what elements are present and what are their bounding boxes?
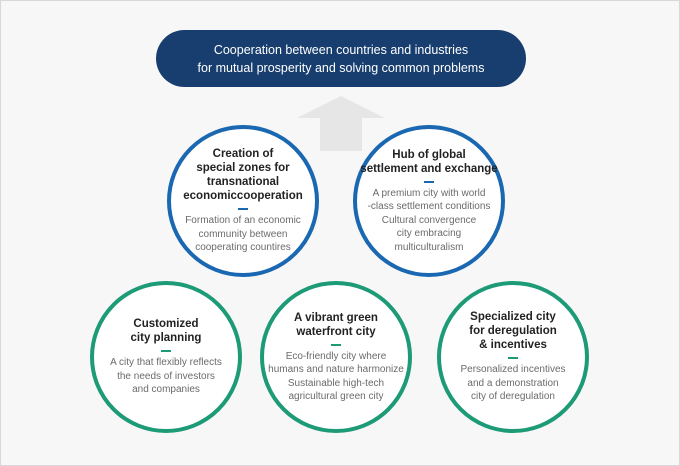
circle-description: Personalized incentives and a demonstrat… bbox=[460, 363, 565, 404]
title-line: city planning bbox=[130, 332, 202, 345]
desc-line: the needs of investors bbox=[117, 370, 215, 382]
desc-line: multiculturalism bbox=[394, 241, 464, 253]
banner-line-2: for mutual prosperity and solving common… bbox=[197, 60, 485, 75]
circle-city-planning: Customized city planning A city that fle… bbox=[90, 281, 242, 433]
circle-description: A city that flexibly reflects the needs … bbox=[110, 356, 222, 397]
divider bbox=[161, 350, 171, 353]
desc-line: A city that flexibly reflects bbox=[110, 357, 222, 369]
circle-title: Specialized city for deregulation & ince… bbox=[469, 310, 557, 352]
arrow-shape bbox=[297, 96, 385, 151]
desc-line: community between bbox=[198, 228, 288, 240]
desc-line: -class settlement conditions bbox=[367, 201, 491, 213]
divider bbox=[331, 343, 341, 346]
title-line: economiccooperation bbox=[183, 190, 303, 203]
divider bbox=[238, 208, 248, 211]
circle-description: Formation of an economic community betwe… bbox=[185, 214, 301, 255]
title-line: special zones for bbox=[196, 162, 290, 175]
desc-line: Sustainable high-tech bbox=[287, 377, 385, 389]
title-line: settlement and exchange bbox=[360, 162, 498, 175]
circle-green-waterfront: A vibrant green waterfront city Eco-frie… bbox=[260, 281, 412, 433]
circle-title: Creation of special zones for transnatio… bbox=[183, 147, 303, 203]
desc-line: and a demonstration bbox=[467, 377, 559, 389]
title-line: for deregulation bbox=[469, 325, 557, 338]
desc-line: city of deregulation bbox=[471, 391, 555, 403]
circle-deregulation: Specialized city for deregulation & ince… bbox=[437, 281, 589, 433]
title-line: Customized bbox=[133, 318, 199, 331]
divider bbox=[424, 180, 434, 183]
title-line: transnational bbox=[206, 176, 280, 189]
title-line: waterfront city bbox=[296, 325, 376, 338]
desc-line: Personalized incentives bbox=[460, 364, 566, 376]
goal-banner: Cooperation between countries and indust… bbox=[156, 30, 526, 87]
title-line: Hub of global bbox=[392, 148, 466, 161]
title-line: & incentives bbox=[479, 339, 547, 352]
circle-description: Eco-friendly city where humans and natur… bbox=[268, 350, 404, 404]
desc-line: and companies bbox=[132, 384, 200, 396]
circle-description: A premium city with world -class settlem… bbox=[368, 187, 491, 255]
circle-title: A vibrant green waterfront city bbox=[294, 311, 378, 339]
divider bbox=[508, 357, 518, 360]
desc-line: Formation of an economic bbox=[185, 215, 301, 227]
title-line: Creation of bbox=[212, 148, 274, 161]
circle-title: Customized city planning bbox=[131, 317, 202, 345]
banner-line-1: Cooperation between countries and indust… bbox=[213, 42, 469, 57]
circle-title: Hub of global settlement and exchange bbox=[360, 148, 497, 176]
title-line: Specialized city bbox=[470, 311, 556, 324]
desc-line: A premium city with world bbox=[372, 187, 486, 199]
desc-line: humans and nature harmonize bbox=[268, 364, 404, 375]
title-line: A vibrant green bbox=[294, 311, 378, 324]
desc-line: Cultural convergence bbox=[381, 214, 477, 226]
desc-line: city embracing bbox=[396, 228, 462, 240]
desc-line: agricultural green city bbox=[288, 391, 384, 402]
desc-line: Eco-friendly city where bbox=[285, 350, 387, 362]
desc-line: cooperating countires bbox=[195, 242, 291, 254]
circle-global-hub: Hub of global settlement and exchange A … bbox=[353, 125, 505, 277]
circle-special-zones: Creation of special zones for transnatio… bbox=[167, 125, 319, 277]
